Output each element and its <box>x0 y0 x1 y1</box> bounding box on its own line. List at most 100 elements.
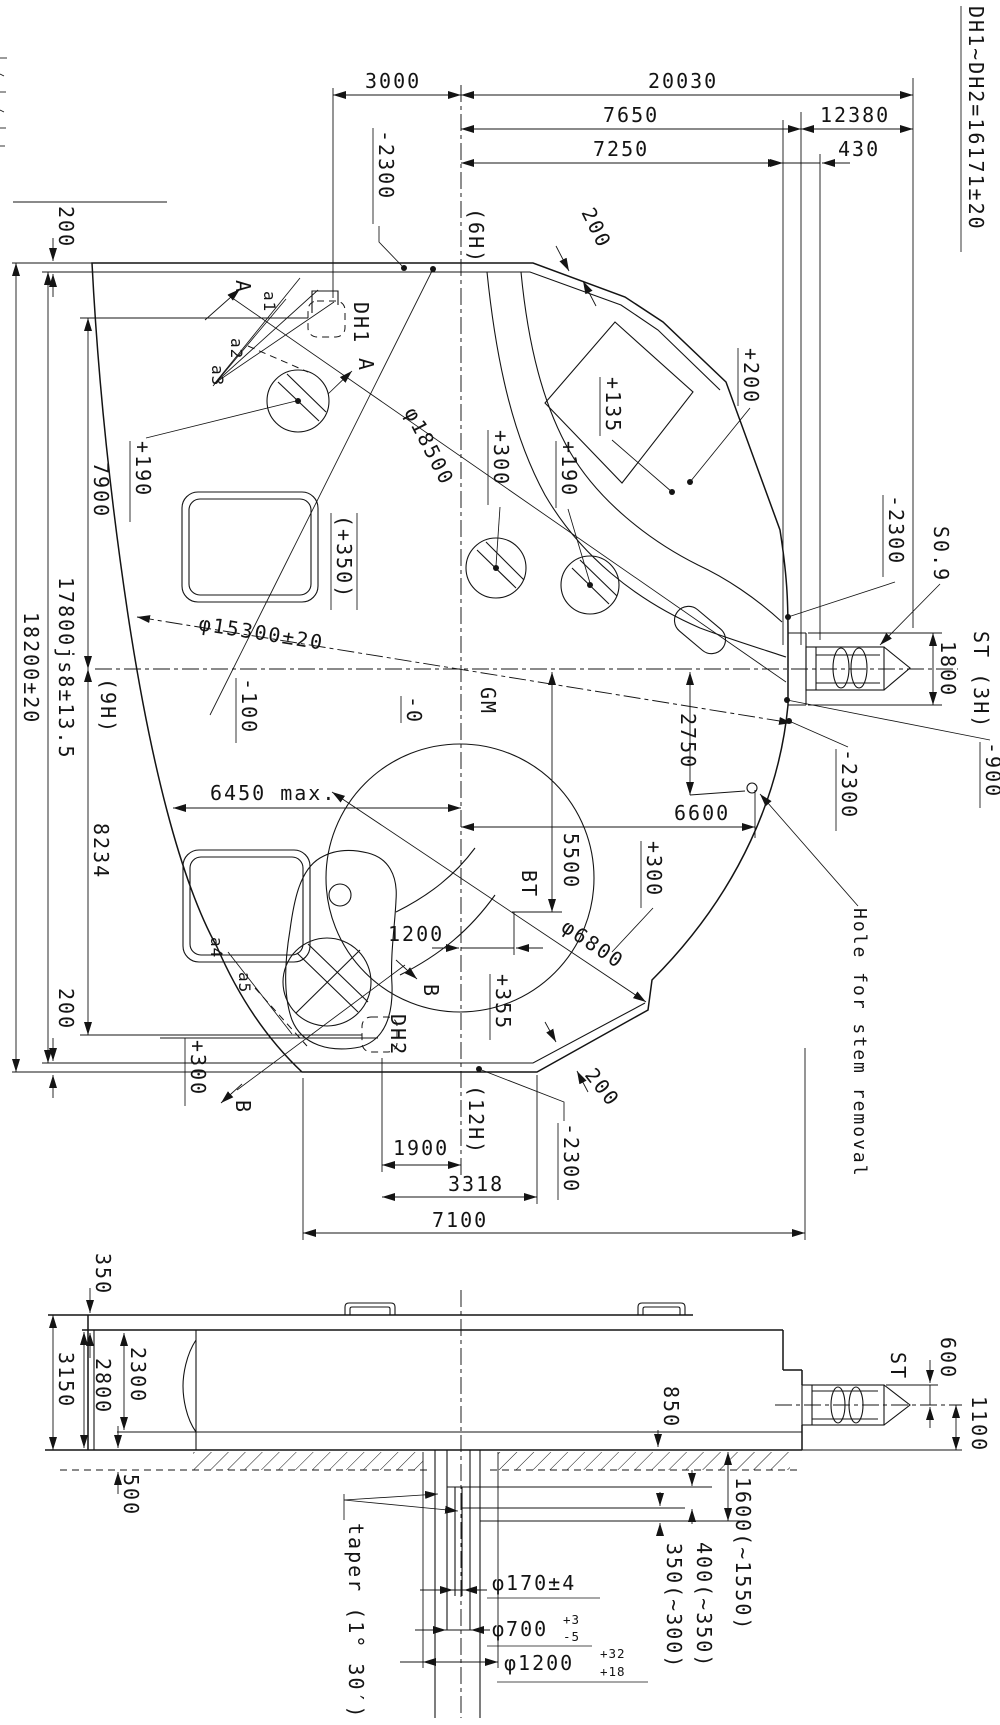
label-weld-300-b: +300 <box>186 1040 210 1096</box>
dim-7900: 7900 <box>89 462 113 518</box>
dim-7250: 7250 <box>593 137 649 161</box>
label-view-b-2: B <box>231 1100 255 1114</box>
horn-curve-2 <box>520 271 783 623</box>
dim-phi18500: φ18500 <box>400 403 460 489</box>
phi6800-line <box>331 791 647 1003</box>
label-minus2300-bottom: -2300 <box>559 1123 583 1193</box>
label-a4: a4 <box>207 937 226 958</box>
blade-outline <box>91 262 789 1073</box>
label-weld-355: +355 <box>491 974 515 1030</box>
dim-18200: 18200±20 <box>19 612 43 724</box>
label-weld-190-a: +190 <box>131 441 155 497</box>
label-weld-300-c: +300 <box>642 841 666 897</box>
dim-edge-200-bottom: 200 <box>580 1063 625 1111</box>
label-weld-350: (+350) <box>332 515 356 599</box>
dim-phi1200: φ1200 <box>504 1651 574 1675</box>
stem-main <box>788 632 911 706</box>
label-a5: a5 <box>235 972 254 993</box>
dim-850: 850 <box>659 1386 683 1428</box>
section-a-line <box>227 294 787 683</box>
label-6h: (6H) <box>464 208 488 264</box>
dim-430: 430 <box>838 137 880 161</box>
label-view-a-2: A <box>354 358 378 372</box>
boss-circle <box>325 743 595 1013</box>
dim-200-bottom: 200 <box>54 988 78 1030</box>
label-weld-300-a: +300 <box>489 430 513 486</box>
plate-135 <box>544 321 694 484</box>
dim-phi700: φ700 <box>492 1617 548 1641</box>
label-st-side: ST <box>886 1352 910 1380</box>
label-12h: (12H) <box>464 1085 488 1155</box>
dim-7100: 7100 <box>432 1208 488 1232</box>
bottom-plate-inner-line <box>305 1002 646 1064</box>
dim-200-top: 200 <box>54 206 78 248</box>
dimension-lines-main <box>12 78 942 1240</box>
stem-removal-hole <box>746 782 758 794</box>
label-a1: a1 <box>260 291 279 312</box>
texts-horizontal: 3000 20030 7650 12380 7250 430 6450 max.… <box>210 69 890 1683</box>
dim-phi15300: φ15300±20 <box>197 611 326 654</box>
label-minus2300-top: -2300 <box>374 130 398 200</box>
dim-6450-max: 6450 max. <box>210 781 336 805</box>
slot-upper <box>181 491 319 603</box>
dim-17800js8: 17800js8±13.5 <box>54 577 78 760</box>
dim-2300-side: 2300 <box>126 1347 150 1403</box>
side-pad-1 <box>344 1302 396 1315</box>
label-a3: a3 <box>208 365 227 386</box>
dim-400: 400(~350) <box>692 1542 716 1668</box>
label-weld-190-b: +190 <box>557 441 581 497</box>
dim-6600: 6600 <box>674 801 730 825</box>
label-a2: a2 <box>227 338 246 359</box>
small-hole <box>328 883 352 907</box>
slot-lower <box>182 849 311 963</box>
label-weld-200: +200 <box>739 348 763 404</box>
dim-phi700-upper-tol: +3 <box>563 1612 580 1627</box>
hull-hatch-left <box>193 1452 423 1470</box>
dim-350-side: 350 <box>91 1253 115 1295</box>
dim-phi1200-lower-tol: +18 <box>600 1664 626 1679</box>
side-pad-2 <box>637 1302 686 1315</box>
side-view <box>45 1290 962 1718</box>
dim-350b: 350(~300) <box>662 1543 686 1669</box>
label-dh2: DH2 <box>386 1014 410 1056</box>
dim-7650: 7650 <box>603 103 659 127</box>
dim-1800: 1800 <box>936 641 960 697</box>
horn-slot <box>673 605 727 655</box>
dim-2800: 2800 <box>91 1358 115 1414</box>
dim-3000: 3000 <box>365 69 421 93</box>
label-minus2300-lower-right: -2300 <box>837 749 861 819</box>
dh2-pad <box>361 1016 398 1053</box>
dim-3150: 3150 <box>54 1352 78 1408</box>
dim-500: 500 <box>119 1474 143 1516</box>
dim-phi700-lower-tol: -5 <box>563 1629 580 1644</box>
dim-3318: 3318 <box>448 1172 504 1196</box>
diagonal-lines <box>209 266 787 1091</box>
dim-1900: 1900 <box>393 1136 449 1160</box>
dim-1200: 1200 <box>388 922 444 946</box>
clipped-edge-text <box>0 57 7 147</box>
internal-structure <box>181 271 787 1050</box>
dim-12380: 12380 <box>820 103 890 127</box>
label-bt: BT <box>517 870 541 898</box>
pintle-housing <box>285 849 397 1050</box>
label-s09: S0.9 <box>929 526 953 582</box>
leading-edge-section <box>182 1339 197 1433</box>
hull-hatch-right <box>498 1452 790 1470</box>
label-weld-135: +135 <box>601 377 625 433</box>
dim-2750: 2750 <box>676 713 700 769</box>
dh-pads <box>307 290 398 1053</box>
dim-20030: 20030 <box>648 69 718 93</box>
label-minus900: -900 <box>981 742 1000 798</box>
label-hole-for-stem-removal: Hole for stem removal <box>849 908 870 1178</box>
dim-phi1200-upper-tol: +32 <box>600 1646 626 1661</box>
phi18500-line <box>209 268 434 716</box>
label-9h: (9H) <box>96 678 120 734</box>
label-gm: GM <box>476 687 500 715</box>
dim-edge-200-top: 200 <box>577 204 617 252</box>
dim-1600: 1600(~1550) <box>731 1477 755 1631</box>
dim-5500: 5500 <box>559 833 583 889</box>
label-minus0: -0 <box>402 696 426 724</box>
dim-8234: 8234 <box>89 823 113 879</box>
